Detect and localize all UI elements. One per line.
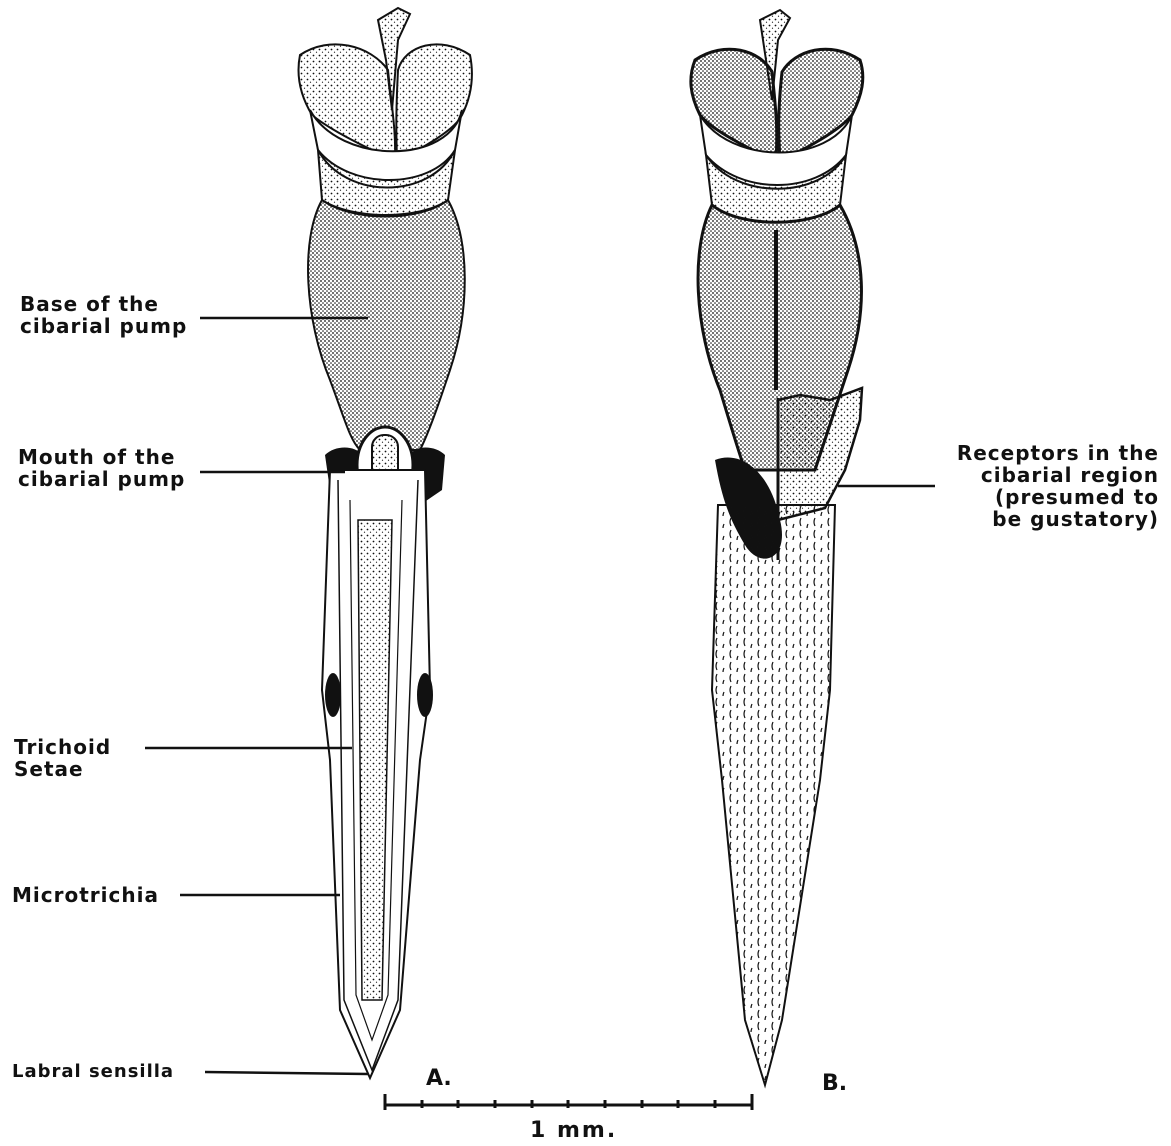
label-labral-sensilla: Labral sensilla [12,1061,174,1083]
scale-bar [385,1094,752,1110]
panel-label-b: B. [822,1071,847,1096]
label-mouth-cibarial-pump: Mouth of the cibarial pump [18,446,185,490]
specimen-b [691,10,863,1085]
scale-bar-label: 1 mm. [530,1118,617,1143]
panel-label-a: A. [426,1066,452,1091]
label-receptors-cibarial-region: Receptors in the cibarial region (presum… [957,442,1159,530]
label-microtrichia: Microtrichia [12,884,159,906]
specimen-a [299,8,472,1078]
label-base-cibarial-pump: Base of the cibarial pump [20,293,187,337]
label-trichoid-setae: Trichoid Setae [14,736,111,780]
